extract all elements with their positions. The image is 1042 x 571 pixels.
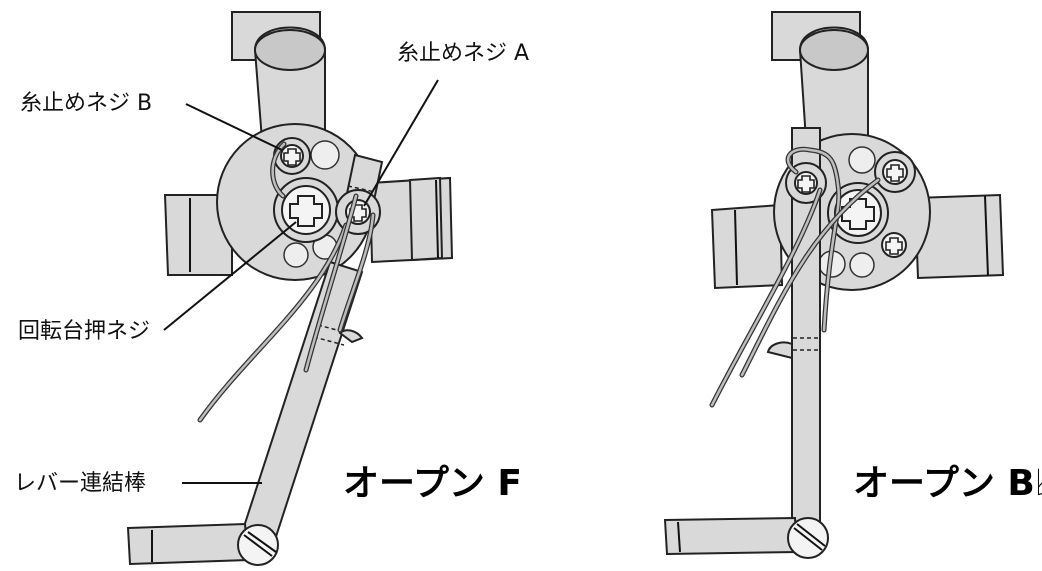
- label-lever-rod: レバー連結棒: [14, 471, 146, 496]
- leader-screw-b: [185, 103, 283, 151]
- right-upper-post: [771, 11, 869, 141]
- right-side-arms: [710, 193, 1005, 290]
- right-string-screw-upper: [874, 151, 916, 193]
- leader-screw-a: [363, 79, 439, 207]
- left-mechanism: 糸止めネジ B 糸止めネジ A 回転台押ネジ レバー連結棒 オープン F: [14, 11, 529, 566]
- left-upper-post: [231, 11, 326, 141]
- left-lever-rod: [126, 260, 364, 566]
- label-turntable-screw: 回転台押ネジ: [18, 319, 150, 344]
- right-mechanism: オープン B♭: [663, 11, 1042, 559]
- right-side-arm: [368, 176, 454, 264]
- caption-open-f: オープン F: [343, 463, 522, 504]
- right-extra-screw: [881, 232, 907, 258]
- right-strings: [709, 146, 881, 408]
- left-string-screw-b: [273, 137, 311, 175]
- caption-open-b-flat: オープン B♭: [853, 463, 1042, 504]
- right-turntable-screw: [827, 182, 889, 244]
- label-string-screw-b: 糸止めネジ B: [20, 91, 152, 116]
- leader-turntable-screw: [163, 221, 297, 331]
- left-strings: [197, 141, 376, 423]
- right-string-screw-left: [785, 162, 827, 204]
- label-string-screw-a: 糸止めネジ A: [397, 41, 529, 66]
- left-leader-lines: [163, 79, 439, 484]
- right-lever-rod: [663, 127, 829, 559]
